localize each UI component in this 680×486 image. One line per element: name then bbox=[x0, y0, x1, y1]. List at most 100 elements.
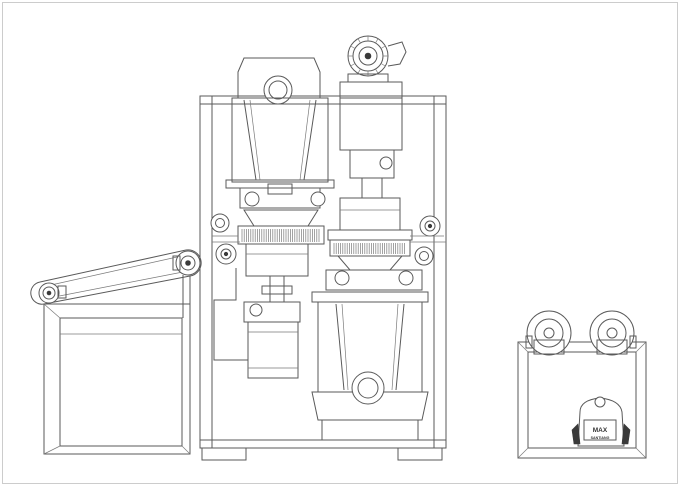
left-belt-guide bbox=[212, 235, 240, 243]
lower-hopper-flange bbox=[311, 291, 429, 303]
motor-fin bbox=[375, 38, 379, 44]
reducer-shaft bbox=[361, 177, 383, 199]
conveyor-bearing-right bbox=[172, 255, 181, 271]
gear-motor-plate bbox=[583, 419, 617, 441]
gear-motor-top-boss bbox=[594, 396, 606, 408]
hopper-port bbox=[263, 75, 293, 105]
lower-hopper-port-inner bbox=[357, 377, 379, 399]
drive-pulley-left-hub bbox=[543, 327, 555, 339]
motor-fin bbox=[350, 45, 356, 49]
drive-box-outer bbox=[517, 341, 647, 459]
top-motor bbox=[339, 35, 407, 99]
conveyor-belt-ends bbox=[30, 249, 202, 305]
right-collar bbox=[325, 269, 423, 291]
roller-left-upper bbox=[210, 213, 230, 233]
drive-pulley-left-ring bbox=[534, 318, 564, 348]
conveyor-pulley-left-hub bbox=[42, 286, 56, 300]
drive-pulley-right bbox=[589, 310, 635, 356]
conveyor-pulley-right-hub bbox=[180, 255, 196, 271]
upper-hopper bbox=[225, 57, 335, 209]
drive-bearing-right bbox=[596, 339, 628, 355]
motor-fin bbox=[375, 68, 379, 74]
bin-inner bbox=[59, 317, 183, 447]
bin-corners bbox=[43, 303, 191, 455]
collection-bin bbox=[43, 303, 191, 455]
hopper-taper bbox=[243, 99, 317, 181]
conveyor-bearing-left bbox=[57, 285, 67, 299]
right-collar-bolt-left bbox=[334, 270, 350, 286]
drive-unit: MAX SANTIANG bbox=[517, 310, 647, 459]
roller-right-lower bbox=[414, 246, 434, 266]
top-motor-shaft bbox=[364, 52, 372, 60]
upper-head-body bbox=[237, 225, 325, 245]
collar-bolt-left bbox=[244, 191, 260, 207]
left-tension-rollers bbox=[210, 213, 240, 265]
roller-right-upper-hub bbox=[424, 220, 436, 232]
lower-hopper-taper bbox=[335, 303, 405, 391]
right-head-body bbox=[329, 239, 411, 257]
motor-fin bbox=[357, 68, 361, 74]
right-grinding-head bbox=[325, 197, 423, 291]
upper-gearbox bbox=[245, 243, 309, 277]
drive-bearing-left bbox=[533, 339, 565, 355]
top-motor-rotor bbox=[358, 46, 378, 66]
left-belt-run bbox=[213, 268, 248, 361]
drive-block-left bbox=[525, 335, 533, 349]
roller-right-upper-axle bbox=[427, 223, 433, 229]
lower-hopper-base bbox=[311, 391, 429, 421]
hopper-port-inner bbox=[268, 80, 288, 100]
foot-left bbox=[201, 447, 247, 461]
right-collar-bolt-right bbox=[398, 270, 414, 286]
motor-fin bbox=[357, 38, 361, 44]
motor-brand-label: MAX bbox=[593, 427, 608, 434]
top-motor-terminal-box bbox=[387, 41, 407, 67]
right-upper-housing bbox=[339, 197, 401, 231]
upper-grinder-teeth bbox=[241, 229, 320, 242]
motor-fin bbox=[350, 63, 356, 67]
drive-block-right bbox=[629, 335, 637, 349]
drive-pulley-right-hub bbox=[606, 327, 618, 339]
left-drive bbox=[213, 268, 301, 379]
conveyor-pulley-right-axle bbox=[185, 260, 191, 266]
conveyor-pulley-left-axle bbox=[46, 290, 52, 296]
left-motor-bands bbox=[248, 331, 298, 369]
right-tension-rollers bbox=[410, 215, 446, 266]
collar-bolt-right bbox=[310, 191, 326, 207]
upper-head-cone bbox=[243, 209, 319, 227]
roller-left-lower-axle bbox=[223, 251, 229, 257]
right-head-cone bbox=[336, 255, 404, 271]
right-reducer bbox=[339, 97, 403, 199]
reducer-plug bbox=[379, 156, 393, 170]
left-pulley-small bbox=[249, 303, 263, 317]
drive-pulley-left bbox=[526, 310, 572, 356]
conveyor-belt bbox=[39, 249, 191, 305]
infeed-conveyor bbox=[30, 249, 202, 318]
motor-maker-label: SANTIANG bbox=[591, 436, 610, 440]
roller-left-lower-hub bbox=[220, 248, 232, 260]
upper-grinding-head bbox=[237, 209, 325, 277]
lower-hopper-port bbox=[351, 371, 385, 405]
drive-pulley-right-ring bbox=[597, 318, 627, 348]
gear-motor-mounts bbox=[571, 423, 631, 445]
left-coupling bbox=[261, 285, 293, 295]
drive-box-corners bbox=[517, 341, 647, 459]
reducer-body bbox=[339, 97, 403, 151]
bin-outer bbox=[43, 303, 191, 455]
right-head-flange bbox=[327, 229, 413, 241]
conveyor-support bbox=[182, 275, 191, 318]
motor-fin bbox=[380, 63, 386, 67]
frame-base bbox=[199, 439, 447, 449]
left-drive-shaft bbox=[269, 275, 285, 303]
hopper-body bbox=[231, 97, 329, 183]
roller-left-upper-hub bbox=[215, 218, 225, 228]
lower-hopper-taper-inner bbox=[341, 303, 399, 391]
roller-right-lower-hub bbox=[419, 251, 429, 261]
feed-throat bbox=[267, 183, 293, 195]
drive-box-inner bbox=[527, 351, 637, 449]
hopper-taper-inner bbox=[249, 99, 311, 181]
right-grinder-teeth bbox=[333, 243, 405, 254]
conveyor-belt-inner bbox=[41, 254, 189, 300]
foot-right bbox=[397, 447, 443, 461]
